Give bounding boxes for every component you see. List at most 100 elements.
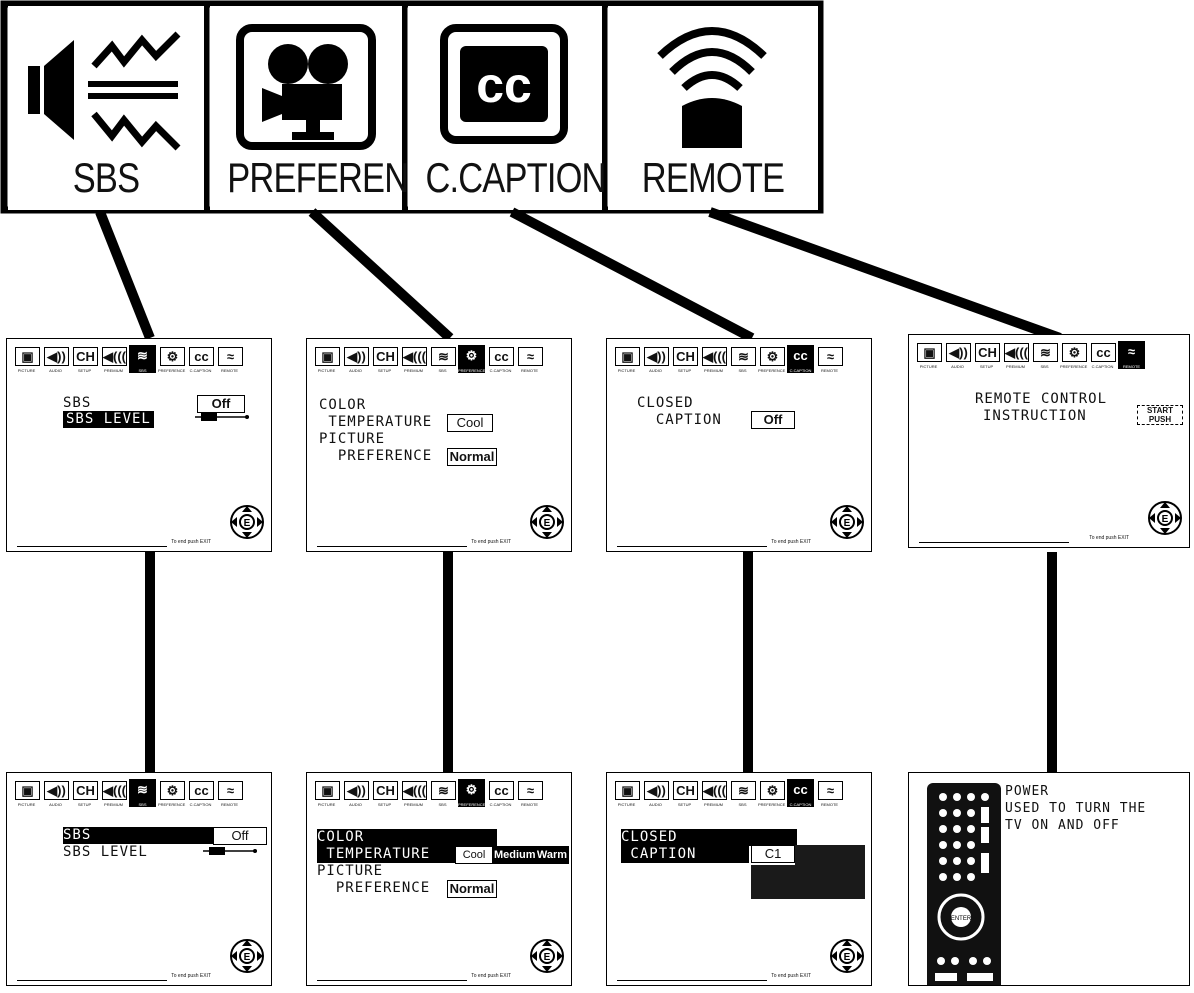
- menu-icon-sbs[interactable]: ≋SBS: [429, 345, 456, 373]
- menu-icon-bar: ▣PICTURE◀))AUDIOCHSETUP◀(((PREMIUM≋SBS⚙P…: [313, 345, 543, 373]
- menu-icon-preference[interactable]: ⚙PREFERENCE: [158, 779, 185, 807]
- menu-icon-picture[interactable]: ▣PICTURE: [613, 345, 640, 373]
- menu-icon-remote[interactable]: ≈REMOTE: [816, 779, 843, 807]
- menu-glyph-icon: ≈: [818, 347, 843, 366]
- menu-icon-sbs[interactable]: ≋SBS: [729, 779, 756, 807]
- menu-icon-audio[interactable]: ◀))AUDIO: [342, 779, 369, 807]
- sbs-level-label: SBS LEVEL: [63, 844, 148, 861]
- preference-value[interactable]: Normal: [447, 880, 497, 898]
- menu-glyph-icon: ⚙: [460, 781, 483, 798]
- menu-glyph-icon: cc: [789, 781, 812, 798]
- menu-icon-sbs[interactable]: ≋SBS: [129, 779, 156, 807]
- closed-label[interactable]: CLOSED: [621, 829, 797, 846]
- menu-icon-caption: PREMIUM: [400, 368, 427, 373]
- menu-icon-audio[interactable]: ◀))AUDIO: [642, 345, 669, 373]
- svg-text:E: E: [544, 952, 551, 963]
- temperature-option-warm[interactable]: Warm: [535, 846, 569, 864]
- svg-text:E: E: [544, 518, 551, 529]
- menu-icon-audio[interactable]: ◀))AUDIO: [42, 345, 69, 373]
- menu-icon-preference[interactable]: ⚙PREFERENCE: [158, 345, 185, 373]
- sbs-level-slider[interactable]: [203, 845, 259, 857]
- menu-icon-preference[interactable]: ⚙PREFERENCE: [758, 345, 785, 373]
- menu-glyph-icon: cc: [489, 781, 514, 800]
- color-label[interactable]: COLOR: [317, 829, 497, 846]
- preference-value[interactable]: Normal: [447, 448, 497, 466]
- menu-glyph-icon: ≈: [218, 347, 243, 366]
- menu-icon-caption: PICTURE: [613, 368, 640, 373]
- temperature-label[interactable]: TEMPERATURE: [317, 846, 455, 863]
- menu-icon-remote[interactable]: ≈REMOTE: [516, 345, 543, 373]
- menu-icon-premium[interactable]: ◀(((PREMIUM: [700, 779, 727, 807]
- menu-icon-preference[interactable]: ⚙PREFERENCE: [1060, 341, 1087, 369]
- remote-control-label: REMOTE CONTROL: [975, 391, 1107, 408]
- preference-label: PREFERENCE: [319, 448, 432, 465]
- caption-option-c1[interactable]: C1: [751, 845, 795, 863]
- menu-icon-premium[interactable]: ◀(((PREMIUM: [100, 345, 127, 373]
- menu-icon-remote[interactable]: ≈REMOTE: [216, 345, 243, 373]
- menu-icon-remote[interactable]: ≈REMOTE: [516, 779, 543, 807]
- menu-icon-sbs[interactable]: ≋SBS: [429, 779, 456, 807]
- start-push-badge[interactable]: START PUSH: [1137, 405, 1183, 425]
- caption-label[interactable]: CAPTION: [621, 846, 749, 863]
- menu-glyph-icon: cc: [189, 347, 214, 366]
- menu-icon-picture[interactable]: ▣PICTURE: [13, 779, 40, 807]
- menu-icon-remote[interactable]: ≈REMOTE: [216, 779, 243, 807]
- menu-icon-premium[interactable]: ◀(((PREMIUM: [400, 779, 427, 807]
- temperature-option-cool[interactable]: Cool: [455, 846, 493, 864]
- menu-glyph-icon: ▣: [315, 781, 340, 800]
- menu-icon-picture[interactable]: ▣PICTURE: [915, 341, 942, 369]
- menu-icon-picture[interactable]: ▣PICTURE: [613, 779, 640, 807]
- menu-icon-audio[interactable]: ◀))AUDIO: [42, 779, 69, 807]
- sbs-level-label[interactable]: SBS LEVEL: [63, 411, 154, 428]
- menu-icon-audio[interactable]: ◀))AUDIO: [944, 341, 971, 369]
- menu-icon-premium[interactable]: ◀(((PREMIUM: [700, 345, 727, 373]
- menu-icon-audio[interactable]: ◀))AUDIO: [342, 345, 369, 373]
- temperature-value[interactable]: Cool: [447, 414, 493, 432]
- menu-icon-sbs[interactable]: ≋SBS: [1031, 341, 1058, 369]
- sbs-label[interactable]: SBS: [63, 827, 213, 844]
- menu-icon-sbs[interactable]: ≋SBS: [729, 345, 756, 373]
- menu-icon-premium[interactable]: ◀(((PREMIUM: [400, 345, 427, 373]
- sbs-level-slider[interactable]: [195, 411, 251, 423]
- menu-glyph-icon: ▣: [615, 781, 640, 800]
- menu-icon-caption: PREMIUM: [700, 802, 727, 807]
- menu-glyph-icon: ▣: [315, 347, 340, 366]
- menu-icon-audio[interactable]: ◀))AUDIO: [642, 779, 669, 807]
- picture-label: PICTURE: [319, 431, 385, 448]
- menu-glyph-icon: ≈: [518, 347, 543, 366]
- menu-icon-premium[interactable]: ◀(((PREMIUM: [100, 779, 127, 807]
- menu-glyph-icon: ≋: [731, 781, 756, 800]
- menu-icon-preference[interactable]: ⚙PREFERENCE: [458, 345, 485, 373]
- menu-glyph-icon: ▣: [917, 343, 942, 362]
- menu-icon-picture[interactable]: ▣PICTURE: [313, 779, 340, 807]
- menu-glyph-icon: ◀(((: [102, 781, 127, 800]
- menu-icon-picture[interactable]: ▣PICTURE: [13, 345, 40, 373]
- menu-icon-remote[interactable]: ≈REMOTE: [1118, 341, 1145, 369]
- caption-value[interactable]: Off: [751, 411, 795, 429]
- menu-icon-premium[interactable]: ◀(((PREMIUM: [1002, 341, 1029, 369]
- menu-icon-picture[interactable]: ▣PICTURE: [313, 345, 340, 373]
- screen-caption-bottom: ▣PICTURE◀))AUDIOCHSETUP◀(((PREMIUM≋SBS⚙P…: [606, 772, 872, 986]
- menu-icon-caption: REMOTE: [816, 802, 843, 807]
- menu-icon-sbs[interactable]: ≋SBS: [129, 345, 156, 373]
- sbs-value[interactable]: Off: [213, 827, 267, 845]
- menu-icon-remote[interactable]: ≈REMOTE: [816, 345, 843, 373]
- menu-icon-preference[interactable]: ⚙PREFERENCE: [458, 779, 485, 807]
- menu-icon-preference[interactable]: ⚙PREFERENCE: [758, 779, 785, 807]
- remote-control-icon: ENTER: [927, 783, 1001, 986]
- temperature-option-medium[interactable]: Medium: [493, 846, 535, 864]
